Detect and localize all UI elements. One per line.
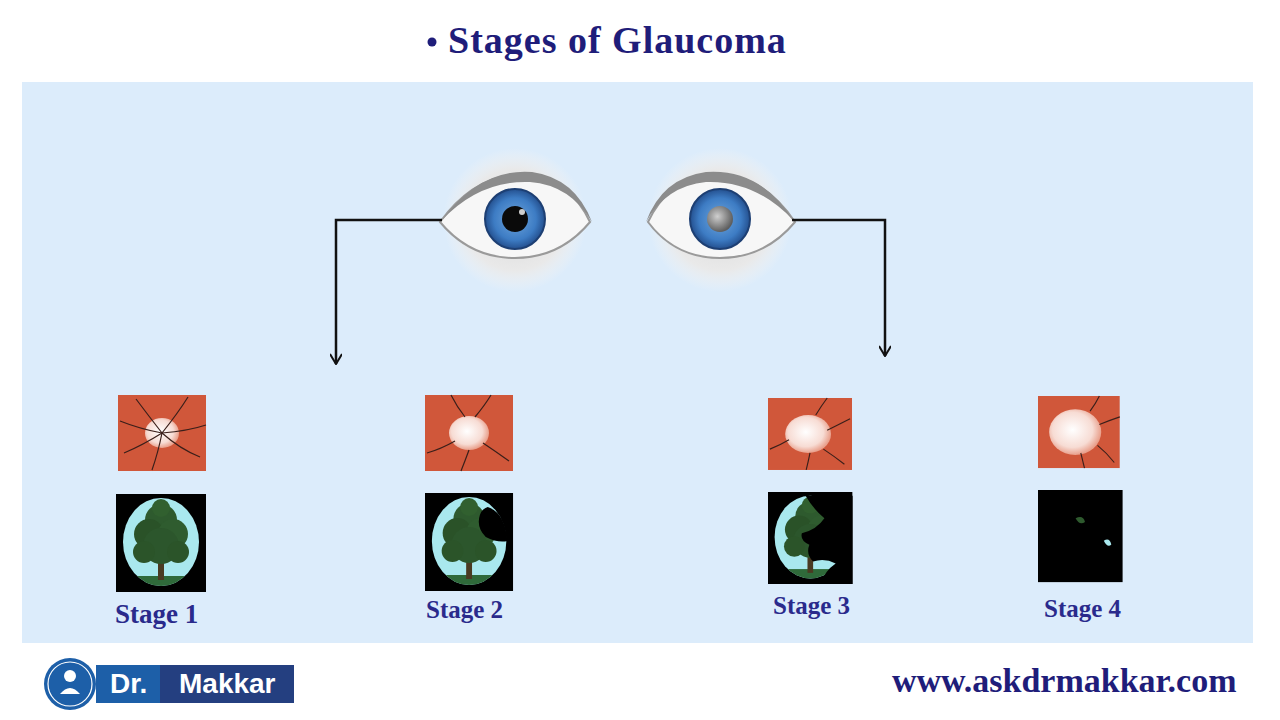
optic-disc-stage-2 xyxy=(425,395,513,471)
right-eye xyxy=(646,148,795,292)
visual-field-stage-3 xyxy=(768,492,853,584)
visual-field-stage-1 xyxy=(116,494,206,592)
optic-disc-stage-3 xyxy=(768,398,852,470)
website-url: www.askdrmakkar.com xyxy=(892,662,1236,700)
title-bullet xyxy=(428,38,437,47)
pointer-arrow xyxy=(336,220,442,364)
optic-disc-stage-4 xyxy=(1038,396,1120,468)
pointer-arrow xyxy=(792,220,885,356)
stage-label: Stage 4 xyxy=(1044,595,1121,623)
stage-label: Stage 1 xyxy=(115,599,198,630)
stage-label: Stage 3 xyxy=(773,592,850,620)
logo-text: Makkar xyxy=(179,668,276,700)
optic-disc-stage-1 xyxy=(118,395,206,471)
diagram-title: Stages of Glaucoma xyxy=(448,18,787,62)
logo xyxy=(44,658,294,710)
visual-field-stage-4 xyxy=(1038,490,1123,582)
left-eye xyxy=(440,148,592,292)
background-panel xyxy=(22,82,1253,643)
visual-field-stage-2 xyxy=(425,493,513,591)
stage-label: Stage 2 xyxy=(426,596,503,624)
logo-text: Dr. xyxy=(110,668,147,700)
